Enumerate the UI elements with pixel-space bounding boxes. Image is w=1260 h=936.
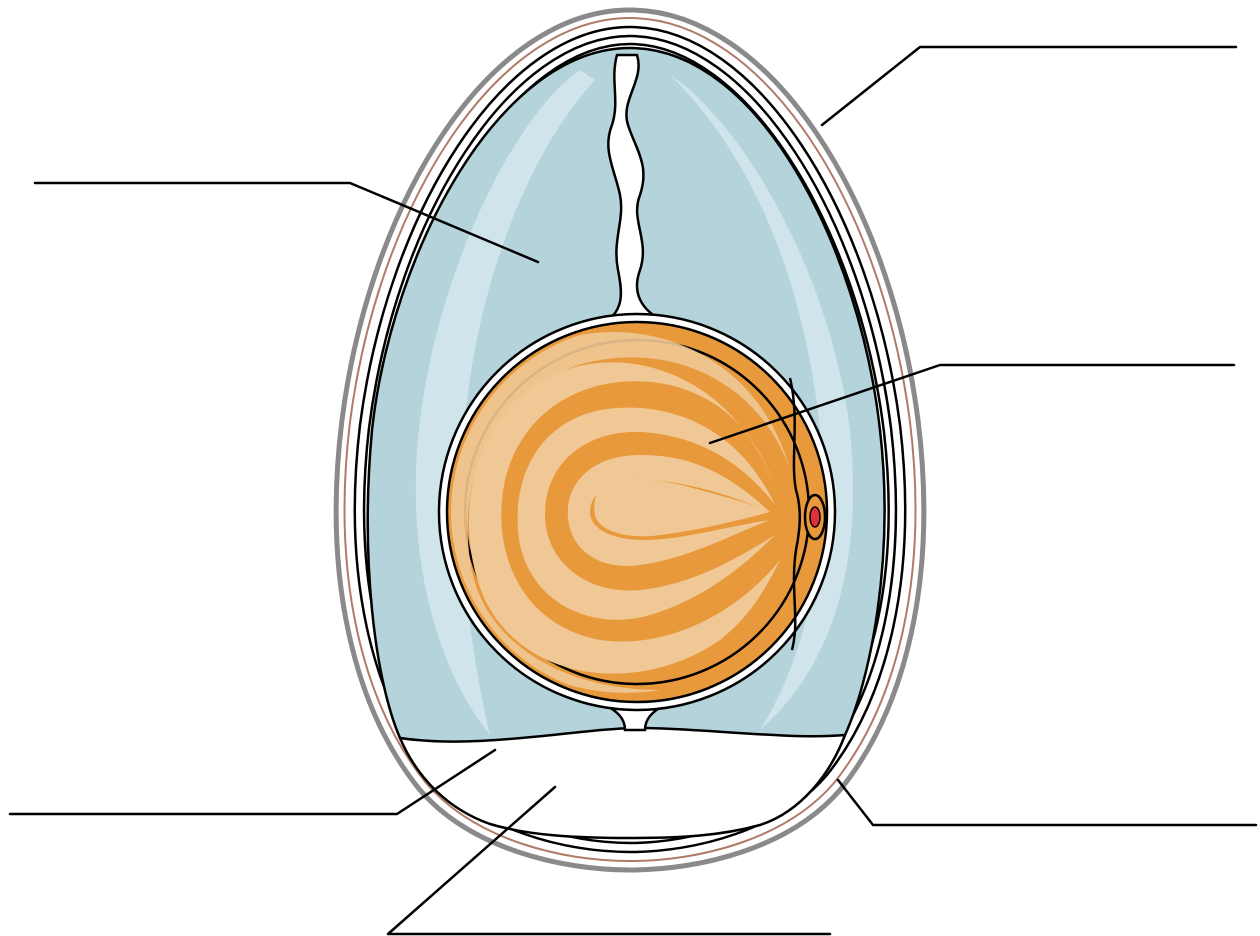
- shell-brown-line: [343, 16, 917, 863]
- leader-lines: [8, 45, 1258, 936]
- yolk-center: [594, 479, 770, 537]
- leader-line-shell: [820, 45, 1238, 127]
- leader-line-outer-membrane: [836, 778, 1258, 827]
- shell-line-1: [353, 25, 907, 854]
- yolk-band-3: [567, 455, 770, 566]
- leader-line-air-cell: [386, 785, 832, 936]
- albumen-highlight-right: [670, 75, 854, 730]
- air-cell: [397, 726, 847, 840]
- shell-line-2: [362, 34, 898, 845]
- germinal-disc-center: [809, 506, 821, 528]
- yolk: [437, 312, 837, 712]
- latebra-neck: [788, 377, 801, 651]
- leader-line-yolk: [708, 363, 1236, 445]
- leader-line-albumen: [33, 181, 540, 264]
- leader-line-shell-membrane: [8, 748, 497, 816]
